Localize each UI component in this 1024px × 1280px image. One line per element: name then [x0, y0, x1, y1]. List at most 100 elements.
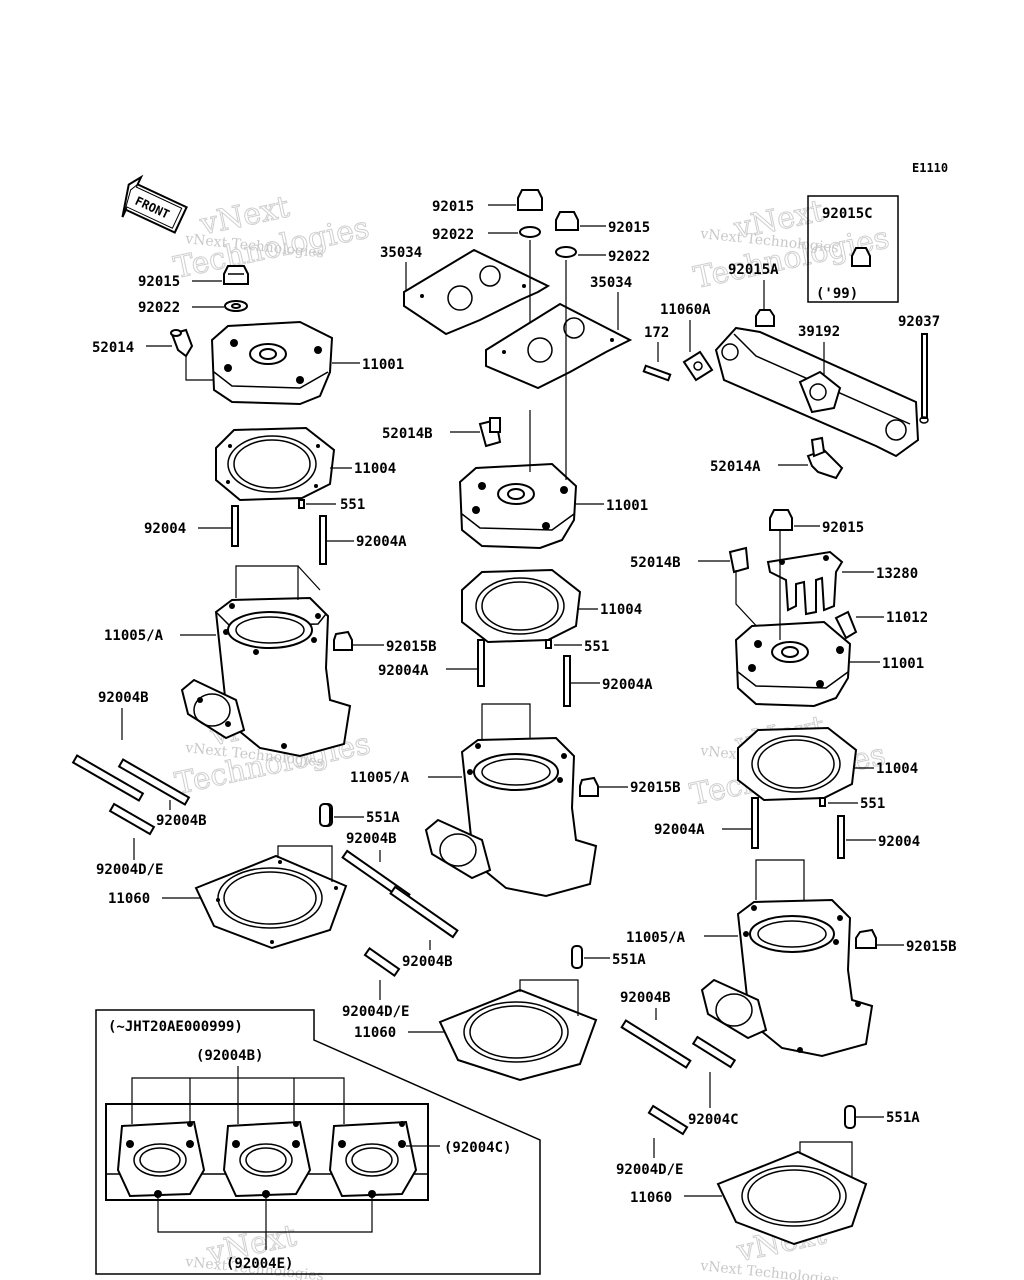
label: 92004A	[654, 822, 705, 838]
stud-92004de-mid	[363, 947, 401, 977]
label: 551	[584, 639, 609, 655]
period-box-note: ('99)	[816, 286, 858, 302]
inset-top-label: (92004B)	[196, 1048, 263, 1064]
nut-92015a	[755, 309, 775, 327]
front-arrow-icon: FRONT	[121, 174, 188, 234]
stud-92004de-left	[108, 802, 156, 836]
stud-92004b-right	[620, 1019, 692, 1069]
label: 92022	[608, 249, 650, 265]
cap-nut-92015-left	[223, 265, 249, 285]
label: 92004C	[688, 1112, 739, 1128]
inset-bottom-label: (92004E)	[226, 1256, 293, 1272]
stud-92004a-right	[751, 797, 759, 849]
label: 92004A	[602, 677, 653, 693]
label: 52014	[92, 340, 134, 356]
rod-92037	[921, 333, 928, 419]
washer-92022-mid-a	[519, 226, 541, 238]
head-gasket-11004-left	[215, 426, 336, 502]
nut-92015b-mid	[579, 776, 599, 797]
label: 551A	[612, 952, 646, 968]
stud-92004a-left	[319, 515, 327, 565]
gasket-11060a	[682, 350, 714, 382]
label: 11060	[108, 891, 150, 907]
label: 11001	[362, 357, 404, 373]
label: 92037	[898, 314, 940, 330]
cylinder-11005a-left	[180, 596, 352, 758]
dowel-551-right	[819, 797, 826, 807]
label: 11004	[354, 461, 396, 477]
nut-92015c	[851, 247, 871, 267]
label: 11001	[606, 498, 648, 514]
label: 92015B	[906, 939, 957, 955]
cylinder-head-11001-left	[210, 320, 334, 406]
label: 92004B	[402, 954, 453, 970]
head-gasket-11004-mid	[461, 568, 582, 644]
stud-92004b-mid-b	[389, 885, 459, 939]
nut-92015b-left	[333, 630, 353, 651]
label: 92015A	[728, 262, 779, 278]
label: 92004D/E	[96, 862, 163, 878]
cap-nut-92015-mid-a	[517, 189, 543, 211]
label: 92022	[138, 300, 180, 316]
label: 35034	[380, 245, 422, 261]
label: 551	[860, 796, 885, 812]
label: 92004A	[378, 663, 429, 679]
label: 11005/A	[626, 930, 686, 946]
label: 11060	[354, 1025, 396, 1041]
head-gasket-11004-right	[737, 726, 858, 802]
label: 92015	[138, 274, 180, 290]
cylinder-head-11001-mid	[458, 462, 578, 550]
label: 39192	[798, 324, 840, 340]
label: 11060A	[660, 302, 711, 318]
watermark-top-left: vNext Technologies	[170, 189, 372, 286]
label: 551A	[366, 810, 400, 826]
label: 11005/A	[350, 770, 410, 786]
diagram-code: E1110	[912, 161, 948, 175]
dowel-551a-right	[844, 1105, 856, 1129]
label: 551A	[886, 1110, 920, 1126]
dowel-551a-mid	[571, 945, 583, 969]
plate-35034-b	[485, 302, 633, 390]
stud-92004b-left-a	[71, 754, 145, 802]
label: 11004	[600, 602, 642, 618]
label: 11012	[886, 610, 928, 626]
label: 92004B	[156, 813, 207, 829]
period-box-part: 92015C	[822, 206, 873, 222]
stud-92004c-right	[691, 1035, 737, 1069]
label: 92004D/E	[616, 1162, 683, 1178]
label: 92015B	[386, 639, 437, 655]
label: 551	[340, 497, 365, 513]
fitting-52014-left	[170, 328, 194, 358]
label: 92004B	[98, 690, 149, 706]
stud-92004de-right	[647, 1104, 689, 1136]
period-box	[807, 195, 899, 303]
sensor-11012	[834, 610, 858, 640]
label: 92004	[878, 834, 920, 850]
inset-box	[95, 1009, 541, 1275]
label: 92022	[432, 227, 474, 243]
label: 92004A	[356, 534, 407, 550]
label: 92004B	[620, 990, 671, 1006]
label: 92015	[608, 220, 650, 236]
label: 92015	[432, 199, 474, 215]
stud-92004-left	[231, 505, 239, 547]
cylinder-11005a-mid	[424, 736, 598, 898]
label: 13280	[876, 566, 918, 582]
stud-92004a-mid-b	[563, 655, 571, 707]
label: 35034	[590, 275, 632, 291]
label: 92015B	[630, 780, 681, 796]
stud-92004-right	[837, 815, 845, 859]
cap-nut-92015-mid-b	[555, 211, 579, 231]
label: 172	[644, 325, 669, 341]
dowel-551-left	[298, 499, 305, 509]
plate-35034-a	[403, 248, 551, 336]
nut-92015b-right	[855, 928, 877, 949]
label: 52014B	[382, 426, 433, 442]
label: 11005/A	[104, 628, 164, 644]
label: 92015	[822, 520, 864, 536]
bolt-172	[642, 364, 672, 382]
inset-title: (~JHT20AE000999)	[108, 1019, 243, 1035]
cylinder-head-11001-right	[734, 620, 852, 708]
label: 11001	[882, 656, 924, 672]
